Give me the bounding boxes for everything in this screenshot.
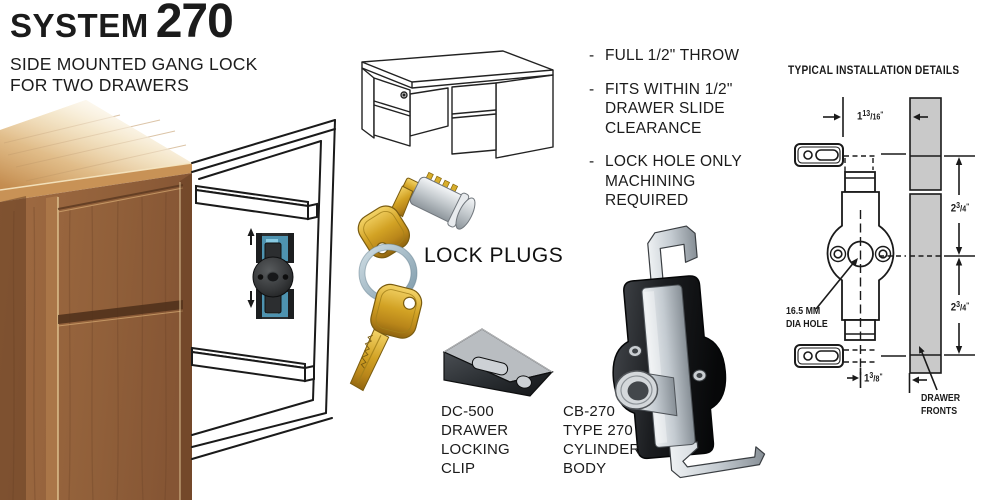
page-title: SYSTEM 270	[10, 0, 258, 48]
cb270-illustration	[612, 225, 766, 479]
corner-bevel	[46, 196, 58, 500]
desk-right-pedestal	[451, 82, 497, 155]
header: SYSTEM 270 SIDE MOUNTED GANG LOCK FOR TW…	[10, 0, 258, 96]
down-arrow-icon	[247, 291, 255, 308]
cylinder-bore	[627, 381, 649, 401]
feature-item: - LOCK HOLE ONLY MACHINING REQUIRED	[589, 153, 742, 209]
frame-line-drawing	[191, 119, 336, 460]
hidden-lines	[844, 155, 941, 363]
desk-left-pedestal	[373, 77, 411, 147]
dim-bottom-offset: 13/8"	[864, 371, 883, 385]
hole-diameter-label: 16.5 MM DIA HOLE	[786, 306, 828, 330]
drawer-fronts-label: DRAWER FRONTS	[921, 393, 961, 417]
desk-modesty-panel	[409, 87, 449, 137]
clip-hole	[516, 375, 532, 389]
feature-item: - FITS WITHIN 1/2" DRAWER SLIDE CLEARANC…	[589, 80, 733, 137]
cabinet-front-face	[0, 173, 192, 500]
dc500-label: DC-500 DRAWER LOCKING CLIP	[441, 403, 510, 477]
drawer-front-upper	[909, 97, 942, 191]
cabinet-left-shade	[0, 196, 26, 500]
mounting-clip-top	[794, 143, 844, 167]
lock-plugs-label: LOCK PLUGS	[424, 244, 564, 267]
page-subtitle: SIDE MOUNTED GANG LOCK FOR TWO DRAWERS	[10, 54, 258, 96]
cabinet-right-edge	[180, 173, 192, 500]
key-lower	[349, 283, 423, 392]
spacing-dimension-lines	[944, 155, 975, 356]
title-number: 270	[155, 0, 234, 48]
chrome-strap-top-hook	[647, 225, 698, 288]
subtitle-line: FOR TWO DRAWERS	[10, 75, 189, 95]
mounting-clip-bottom	[794, 344, 844, 368]
top-highlight	[0, 100, 192, 190]
cb270-label: CB-270 TYPE 270 CYLINDER BODY	[563, 403, 641, 477]
feature-list: - FULL 1/2" THROW - FITS WITHIN 1/2" DRA…	[589, 46, 784, 225]
gang-lock-mechanism	[247, 228, 294, 319]
key-serrations	[360, 334, 373, 369]
installation-title: TYPICAL INSTALLATION DETAILS	[788, 65, 960, 77]
drawer-fronts-leader-line	[920, 349, 938, 391]
dim-top-offset: 113/16"	[857, 109, 884, 123]
title-word: SYSTEM	[10, 7, 149, 44]
chrome-strap-bottom-hook	[668, 441, 766, 479]
feature-item: - FULL 1/2" THROW	[589, 47, 740, 64]
drawer-front-lower	[909, 193, 942, 374]
clip-slot	[471, 356, 509, 376]
installation-details: TYPICAL INSTALLATION DETAILS 113/16" 23/…	[778, 62, 1000, 437]
cabinet-cutaway-illustration	[0, 100, 336, 500]
desk-illustration	[361, 50, 554, 159]
lock-plug	[399, 171, 476, 230]
dim-upper-spacing: 23/4"	[950, 201, 970, 215]
hole-leader-line	[815, 260, 856, 310]
dim-lower-spacing: 23/4"	[950, 300, 970, 314]
subtitle-line: SIDE MOUNTED GANG LOCK	[10, 54, 258, 74]
up-arrow-icon	[247, 228, 255, 245]
installation-drawing	[794, 97, 975, 393]
keys-and-plug-illustration	[349, 171, 476, 392]
top-bevel	[0, 163, 192, 202]
dc500-clip-illustration	[442, 328, 554, 397]
drawer-seam	[58, 300, 183, 324]
desk-left-panel	[361, 67, 375, 139]
desk-right-panel	[495, 74, 554, 159]
